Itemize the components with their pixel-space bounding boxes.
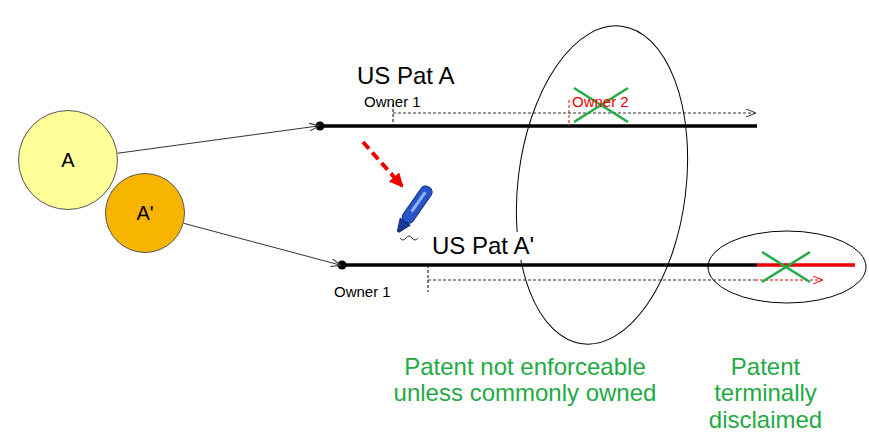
claim-label: A: [61, 149, 74, 172]
owner-label: Owner 1: [334, 284, 391, 301]
claim-circle: A: [18, 110, 118, 210]
patent-line: US Pat A': [340, 232, 758, 270]
patent-title: US Pat A: [355, 62, 456, 90]
arrow-connector: [184, 223, 340, 265]
claim-label: A': [136, 202, 153, 225]
owner-label: Owner 2: [572, 94, 629, 111]
owner-label: Owner 1: [364, 94, 421, 111]
arrow-connector: [118, 126, 318, 153]
note-text: Patent not enforceable unless commonly o…: [380, 354, 670, 407]
claim-circle: A': [105, 173, 185, 253]
patent-title: US Pat A': [430, 232, 536, 260]
note-text: Patent terminally disclaimed: [688, 354, 843, 433]
